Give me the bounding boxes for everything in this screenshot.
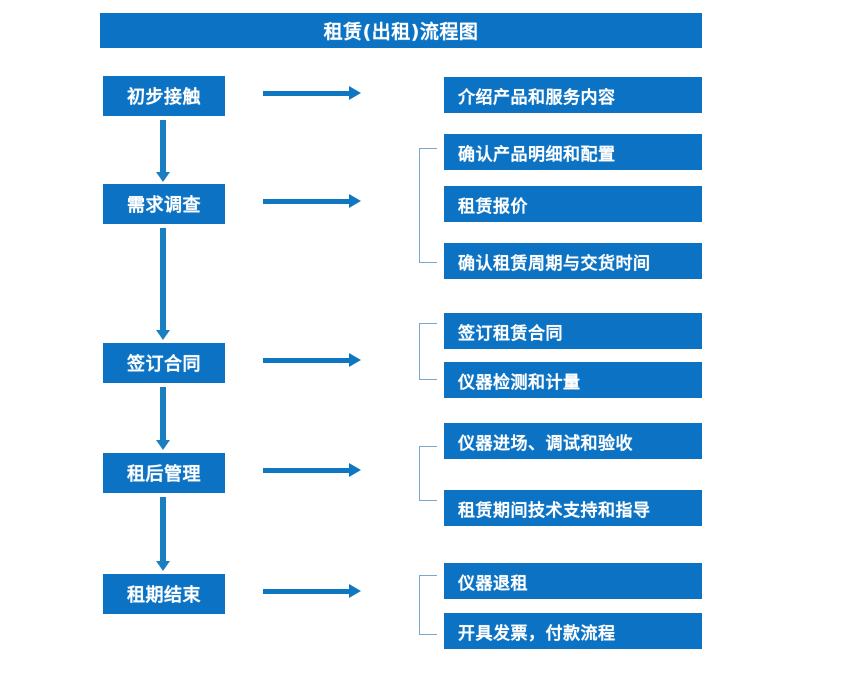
detail-box-4-2[interactable]: 租赁期间技术支持和指导: [444, 490, 702, 526]
detail-box-2-1[interactable]: 确认产品明细和配置: [444, 134, 702, 170]
detail-box-3-1[interactable]: 签订租赁合同: [444, 313, 702, 349]
detail-box-4-1[interactable]: 仪器进场、调试和验收: [444, 423, 702, 459]
stage-box-5[interactable]: 租期结束: [103, 574, 225, 614]
branch-arrow-right-1: [263, 86, 361, 100]
detail-box-5-1[interactable]: 仪器退租: [444, 563, 702, 599]
flow-arrow-down-3: [156, 387, 170, 450]
detail-box-5-2[interactable]: 开具发票，付款流程: [444, 613, 702, 649]
stage-box-2[interactable]: 需求调查: [103, 184, 225, 224]
branch-arrow-right-4: [263, 463, 361, 477]
stage-box-1[interactable]: 初步接触: [103, 76, 225, 116]
branch-arrow-right-5: [263, 584, 361, 598]
branch-arrow-right-2: [263, 194, 361, 208]
flow-arrow-down-2: [156, 228, 170, 340]
chart-title: 租赁(出租)流程图: [100, 13, 702, 48]
stage-box-3[interactable]: 签订合同: [103, 343, 225, 383]
bracket-group-5: [419, 575, 437, 635]
detail-box-1-1[interactable]: 介绍产品和服务内容: [444, 77, 702, 113]
detail-box-2-3[interactable]: 确认租赁周期与交货时间: [444, 243, 702, 279]
detail-box-2-2[interactable]: 租赁报价: [444, 186, 702, 222]
bracket-group-2: [419, 148, 437, 263]
bracket-group-3: [419, 323, 437, 380]
flow-arrow-down-1: [156, 120, 170, 182]
flow-arrow-down-4: [156, 497, 170, 571]
stage-box-4[interactable]: 租后管理: [103, 453, 225, 493]
branch-arrow-right-3: [263, 353, 361, 367]
bracket-group-4: [419, 446, 437, 501]
detail-box-3-2[interactable]: 仪器检测和计量: [444, 362, 702, 398]
